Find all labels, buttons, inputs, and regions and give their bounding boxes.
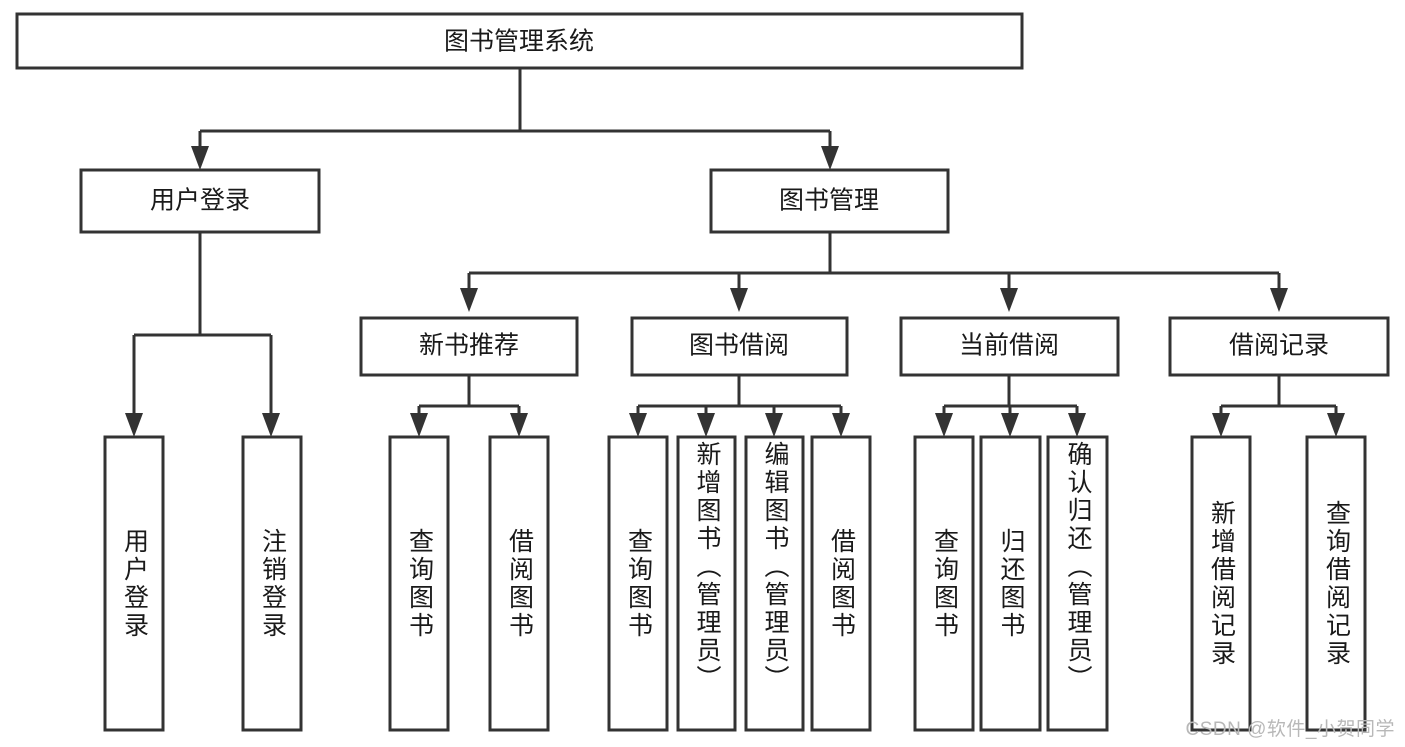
leaf-newbook-borrow[interactable]: 借阅图书	[490, 437, 548, 730]
leaf-borrow-lend-label: 借阅图书	[827, 527, 856, 640]
leaf-borrow-edit[interactable]: 编辑图书（管理员）	[746, 437, 803, 730]
leaf-borrow-lend[interactable]: 借阅图书	[812, 437, 870, 730]
leaf-box-logout[interactable]	[241, 435, 303, 732]
node-borrow-record[interactable]: 借阅记录	[1168, 316, 1390, 377]
leaf-box-borrow-add[interactable]	[676, 435, 737, 732]
node-user-login-label: 用户登录	[150, 187, 250, 215]
leaf-logout[interactable]: 注销登录	[243, 437, 301, 730]
arrow-head-book-mgmt	[821, 146, 839, 170]
leaf-box-newbook-borrow[interactable]	[488, 435, 550, 732]
csdn-watermark: CSDN @软件_小贺同学	[1185, 719, 1395, 740]
leaf-current-query[interactable]: 查询图书	[915, 437, 973, 730]
node-book-management-box[interactable]	[709, 168, 950, 234]
arrow-head-user-login	[191, 146, 209, 170]
leaf-box-newbook-query[interactable]	[388, 435, 450, 732]
node-new-book-recommend[interactable]: 新书推荐	[359, 316, 579, 377]
leaf-user-login-label: 用户登录	[120, 527, 149, 640]
leaf-newbook-query-label: 查询图书	[405, 527, 434, 640]
leaf-box-current-confirm[interactable]	[1046, 435, 1109, 732]
leaf-newbook-query[interactable]: 查询图书	[390, 437, 448, 730]
arrow-head-record-leaf-2	[1327, 413, 1345, 437]
node-root-box[interactable]	[15, 12, 1024, 70]
arrow-head-current-leaf-2	[1001, 413, 1019, 437]
leaf-record-query-label: 查询借阅记录	[1322, 499, 1351, 668]
connector-group-borrow-record	[1212, 375, 1345, 437]
node-current-borrow-label: 当前借阅	[959, 332, 1059, 360]
node-borrow-record-box[interactable]	[1168, 316, 1390, 377]
arrow-head-book-borrow	[730, 288, 748, 312]
node-book-borrow[interactable]: 图书借阅	[630, 316, 849, 377]
node-book-management[interactable]: 图书管理	[709, 168, 950, 234]
arrow-head-borrow-leaf-1	[629, 413, 647, 437]
leaf-box-borrow-query[interactable]	[607, 435, 669, 732]
leaf-borrow-add[interactable]: 新增图书（管理员）	[678, 437, 735, 730]
arrow-head-leaf-user-login	[125, 413, 143, 437]
arrow-head-newbook-leaf-1	[410, 413, 428, 437]
leaf-box-borrow-lend[interactable]	[810, 435, 872, 732]
leaf-box-borrow-edit[interactable]	[744, 435, 805, 732]
node-root[interactable]: 图书管理系统	[15, 12, 1024, 70]
arrow-head-record-leaf-1	[1212, 413, 1230, 437]
leaf-current-return[interactable]: 归还图书	[981, 437, 1040, 730]
connector-group-book-mgmt	[460, 232, 1288, 312]
arrow-head-borrow-leaf-4	[832, 413, 850, 437]
leaf-box-record-add[interactable]	[1190, 435, 1252, 732]
leaf-borrow-query[interactable]: 查询图书	[609, 437, 667, 730]
leaf-record-add-label: 新增借阅记录	[1207, 499, 1236, 668]
leaf-box-record-query[interactable]	[1305, 435, 1367, 732]
leaf-current-query-label: 查询图书	[930, 527, 959, 640]
node-new-book-recommend-label: 新书推荐	[419, 332, 519, 360]
node-user-login[interactable]: 用户登录	[79, 168, 321, 234]
connector-group-user-login	[125, 232, 280, 437]
arrow-head-current-leaf-3	[1068, 413, 1086, 437]
leaf-box-current-return[interactable]	[979, 435, 1042, 732]
arrow-head-borrow-leaf-3	[765, 413, 783, 437]
arrow-head-leaf-logout	[262, 413, 280, 437]
leaf-logout-label: 注销登录	[258, 527, 287, 640]
leaf-borrow-add-label: 新增图书（管理员）	[693, 441, 721, 693]
leaf-current-confirm[interactable]: 确认归还（管理员）	[1048, 437, 1107, 730]
node-root-label: 图书管理系统	[444, 28, 594, 56]
arrow-head-new-book-recommend	[460, 288, 478, 312]
leaf-current-confirm-label: 确认归还（管理员）	[1064, 441, 1092, 693]
leaf-box-current-query[interactable]	[913, 435, 975, 732]
node-new-book-recommend-box[interactable]	[359, 316, 579, 377]
leaf-record-add[interactable]: 新增借阅记录	[1192, 437, 1250, 730]
leaf-box-user-login[interactable]	[103, 435, 165, 732]
leaf-rect-group	[103, 435, 1367, 732]
arrow-head-current-borrow	[1000, 288, 1018, 312]
node-book-borrow-box[interactable]	[630, 316, 849, 377]
leaf-current-return-label: 归还图书	[997, 527, 1025, 640]
node-current-borrow[interactable]: 当前借阅	[899, 316, 1120, 377]
leaf-user-login[interactable]: 用户登录	[105, 437, 163, 730]
node-book-management-label: 图书管理	[779, 187, 879, 215]
node-user-login-box[interactable]	[79, 168, 321, 234]
leaf-record-query[interactable]: 查询借阅记录	[1307, 437, 1365, 730]
connector-group-book-borrow	[629, 375, 850, 437]
connector-group-root	[191, 68, 839, 170]
arrow-head-newbook-leaf-2	[510, 413, 528, 437]
leaf-newbook-borrow-label: 借阅图书	[505, 527, 534, 640]
node-current-borrow-box[interactable]	[899, 316, 1120, 377]
connector-group-new-book-recommend	[410, 375, 528, 437]
connector-group-current-borrow	[935, 375, 1086, 437]
leaf-borrow-query-label: 查询图书	[624, 527, 653, 640]
node-borrow-record-label: 借阅记录	[1229, 332, 1329, 360]
arrow-head-borrow-record	[1270, 288, 1288, 312]
arrow-head-borrow-leaf-2	[697, 413, 715, 437]
arrow-head-current-leaf-1	[935, 413, 953, 437]
node-book-borrow-label: 图书借阅	[689, 332, 789, 360]
leaf-borrow-edit-label: 编辑图书（管理员）	[761, 441, 789, 693]
